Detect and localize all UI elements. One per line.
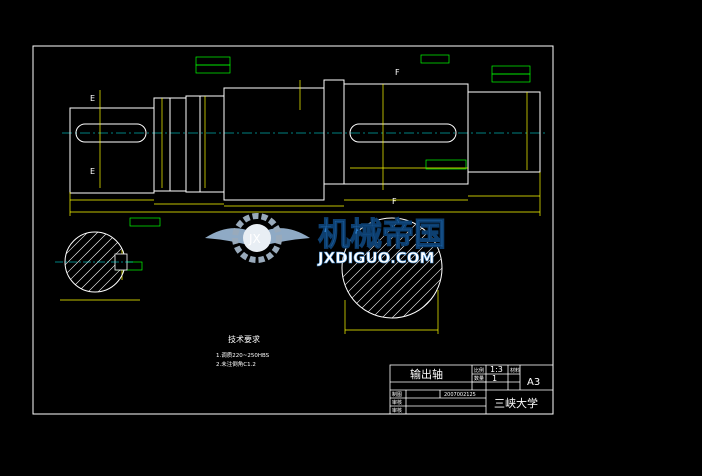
material-label: 材料 <box>510 367 520 374</box>
checked-label: 审核 <box>392 399 402 406</box>
approved-label: 审核 <box>392 407 402 414</box>
section-label-f-bottom: F <box>392 197 397 206</box>
watermark-brand: 机械帝国 <box>318 215 446 253</box>
tech-req-title: 技术要求 <box>228 334 260 344</box>
student-id: 2007002125 <box>444 392 476 398</box>
sheet-size: A3 <box>527 377 540 388</box>
svg-text:JX: JX <box>248 232 261 246</box>
section-e <box>55 231 135 293</box>
scale-value: 1:3 <box>490 365 503 374</box>
watermark-domain: JXDIGUO.COM <box>317 249 434 267</box>
shaft-outline <box>69 79 541 201</box>
section-f <box>341 217 443 319</box>
qty-label: 数量 <box>474 375 484 382</box>
section-label-e: E <box>90 94 95 103</box>
drawing-frame <box>32 45 554 415</box>
drawn-label: 制图 <box>392 391 402 398</box>
section-label-e-bottom: E <box>90 167 95 176</box>
tech-req-line1: 1.调质220~250HBS <box>216 351 270 359</box>
dimension-lines <box>60 80 541 334</box>
scale-label: 比例 <box>474 367 484 374</box>
title-block <box>389 364 554 415</box>
tech-req-line2: 2.未注倒角C1.2 <box>216 360 256 368</box>
school-name: 三峡大学 <box>494 396 538 410</box>
watermark-logo: JX <box>205 213 310 263</box>
part-name: 输出轴 <box>410 367 443 381</box>
qty-value: 1 <box>492 374 497 383</box>
section-label-f: F <box>395 68 400 77</box>
